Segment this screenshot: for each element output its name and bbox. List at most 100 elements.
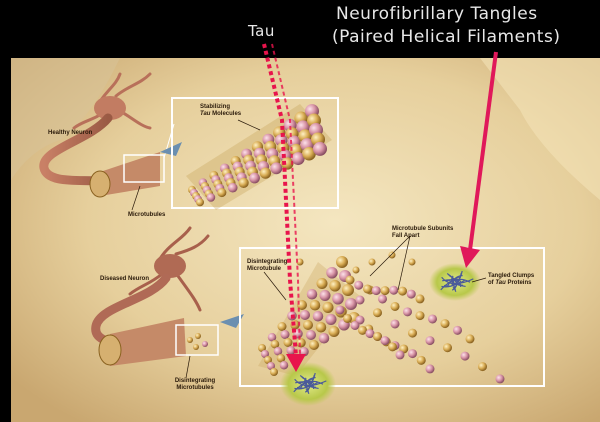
tubulin-bead: [388, 342, 397, 352]
tubulin-bead: [300, 310, 310, 320]
tubulin-bead: [273, 347, 283, 356]
tangle-clump-right: [429, 263, 481, 301]
upper-inset: [171, 97, 339, 210]
label-subunits-line2: Fall Apart: [392, 233, 420, 239]
tubulin-bead: [495, 374, 505, 384]
tubulin-bead: [365, 329, 375, 339]
tubulin-bead: [249, 172, 260, 184]
tubulin-bead: [258, 344, 266, 352]
title-line-2: (Paired Helical Filaments): [332, 27, 561, 47]
diseased-neuron: [91, 226, 219, 366]
tubulin-bead: [296, 338, 306, 348]
tubulin-bead: [415, 311, 425, 321]
tubulin-bead: [306, 330, 316, 340]
title-line-1: Neurofibrillary Tangles: [336, 4, 538, 24]
tubulin-bead: [270, 368, 278, 376]
tubulin-bead: [336, 256, 348, 268]
tubulin-bead: [368, 258, 376, 266]
tubulin-bead: [276, 354, 286, 363]
tubulin-bead: [408, 258, 416, 266]
tubulin-bead: [306, 289, 318, 300]
label-clumps-tau: Tau: [495, 280, 506, 286]
label-stabilizing-tau: Stabilizing Tau Molecules: [200, 104, 270, 118]
tubulin-bead: [345, 275, 355, 285]
tubulin-bead: [196, 198, 204, 207]
tubulin-bead: [398, 286, 407, 296]
tubulin-bead: [267, 362, 275, 370]
tubulin-bead: [291, 152, 305, 166]
tubulin-bead: [279, 361, 289, 370]
label-diseased-neuron: Diseased Neuron: [100, 276, 150, 282]
tubulin-bead: [354, 280, 364, 290]
tubulin-bead: [395, 350, 405, 360]
tubulin-bead: [319, 290, 331, 301]
tubulin-bead: [355, 295, 365, 305]
label-stabilizing-tau-word: Tau: [200, 111, 211, 117]
tubulin-bead: [460, 351, 470, 361]
tubulin-bead: [358, 325, 367, 335]
tangle-arrow: [460, 51, 498, 268]
label-subunits-fall-apart: Microtubule Subunits Fall Apart: [392, 226, 472, 240]
parchment-texture: [11, 58, 120, 180]
label-disintegrating-microtubule: Disintegrating Microtubule: [247, 259, 307, 273]
label-subunits-line1: Microtubule Subunits: [392, 226, 454, 232]
label-tangled-clumps: Tangled Clumps of Tau Proteins: [488, 273, 558, 287]
tubulin-bead: [390, 319, 400, 329]
label-stabilizing-line2: Molecules: [210, 111, 242, 117]
tubulin-bead: [408, 349, 417, 359]
tubulin-bead: [326, 267, 338, 279]
tubulin-bead: [270, 162, 283, 175]
tubulin-bead: [332, 293, 344, 305]
tubulin-bead: [371, 286, 381, 296]
tau-tangle-strand: [445, 279, 460, 286]
tubulin-bead: [303, 320, 313, 330]
tubulin-bead: [390, 301, 400, 311]
tubulin-bead: [465, 334, 475, 344]
tubulin-bead: [318, 333, 330, 344]
tubulin-bead: [415, 294, 425, 304]
tubulin-bead: [440, 319, 450, 329]
tubulin-bead: [478, 362, 487, 372]
tubulin-bead: [350, 320, 360, 330]
lower-inset: [239, 247, 545, 387]
tubulin-bead: [261, 350, 269, 358]
tubulin-bead: [343, 313, 352, 323]
tubulin-bead: [416, 355, 426, 365]
tubulin-bead: [363, 284, 372, 294]
tubulin-bead: [388, 251, 396, 259]
tubulin-bead: [309, 340, 319, 350]
tubulin-bead: [315, 322, 327, 333]
label-disint-mts-line2: Microtubules: [176, 385, 214, 391]
tubulin-bead: [403, 307, 412, 317]
tubulin-bead: [302, 147, 316, 161]
label-disint-line1: Disintegrating: [247, 259, 288, 265]
tangle-clump-bottom: [280, 362, 336, 406]
tubulin-bead: [296, 258, 304, 266]
tubulin-bead: [286, 346, 296, 355]
tubulin-bead: [227, 182, 238, 193]
label-microtubules: Microtubules: [128, 212, 166, 218]
label-disint-mts-line1: Disintegrating: [174, 378, 216, 384]
tau-tangle-strand: [298, 381, 313, 388]
label-clumps-line1: Tangled Clumps: [488, 273, 535, 279]
tubulin-bead: [267, 333, 277, 342]
label-disint-line2: Microtubule: [247, 266, 281, 272]
tau-label: Tau: [248, 22, 275, 40]
healthy-neuron: [39, 72, 165, 198]
tubulin-bead: [206, 193, 216, 202]
label-stabilizing-line1: Stabilizing: [200, 104, 230, 110]
tubulin-bead: [352, 266, 360, 274]
tubulin-bead: [329, 280, 341, 292]
tubulin-bead: [373, 331, 382, 341]
label-clumps-of: of: [488, 280, 496, 286]
tau-arrow: [262, 43, 306, 372]
tubulin-bead: [453, 325, 462, 335]
tubulin-bead: [277, 322, 287, 331]
label-disintegrating-microtubules: Disintegrating Microtubules: [160, 378, 230, 392]
tau-tangle-strand: [452, 276, 461, 290]
tubulin-bead: [380, 336, 390, 346]
tubulin-bead: [328, 326, 340, 337]
pointer-arrow-lower: [220, 314, 244, 328]
tubulin-bead: [342, 284, 354, 296]
